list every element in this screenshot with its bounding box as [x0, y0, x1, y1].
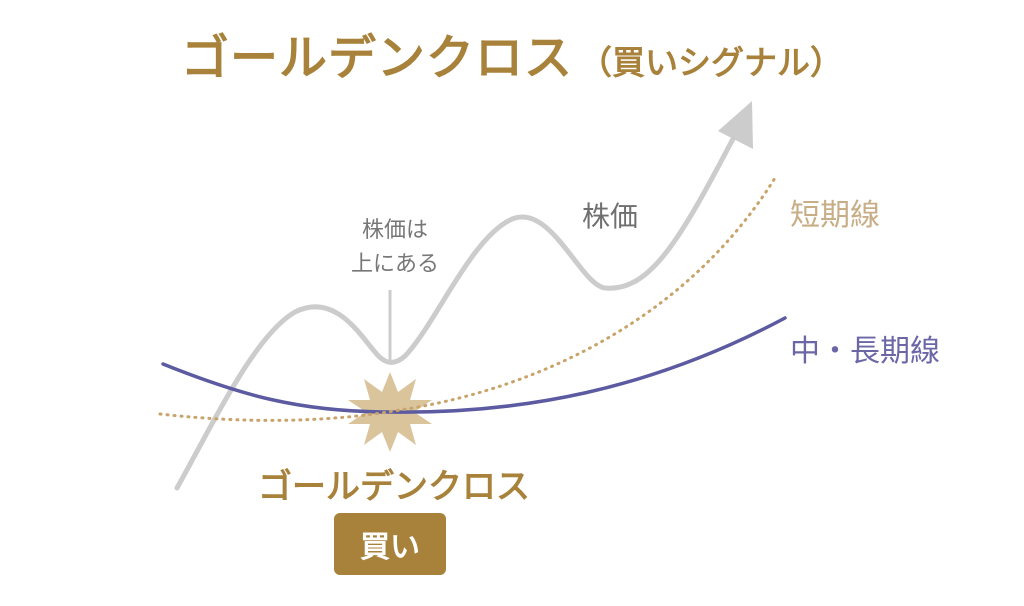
golden-cross-label: ゴールデンクロス	[258, 467, 530, 507]
buy-badge-label: 買い	[360, 530, 420, 565]
long-ma-line	[161, 316, 787, 414]
title-main: ゴールデンクロス	[180, 30, 573, 86]
buy-badge: 買い	[334, 513, 446, 575]
page-title: ゴールデンクロス（買いシグナル）	[0, 18, 1024, 88]
short-ma-label: 短期線	[790, 198, 880, 233]
long-ma-label: 中・長期線	[790, 334, 940, 369]
note-line-1: 株価は	[361, 218, 428, 243]
short-ma-line	[158, 176, 777, 422]
price-label: 株価	[582, 200, 639, 233]
price-above-note: 株価は 上にある	[340, 214, 450, 282]
price-line	[174, 132, 738, 491]
up-arrow-icon	[718, 101, 753, 149]
title-sub: （買いシグナル）	[579, 43, 843, 82]
note-line-2: 上にある	[350, 252, 439, 277]
